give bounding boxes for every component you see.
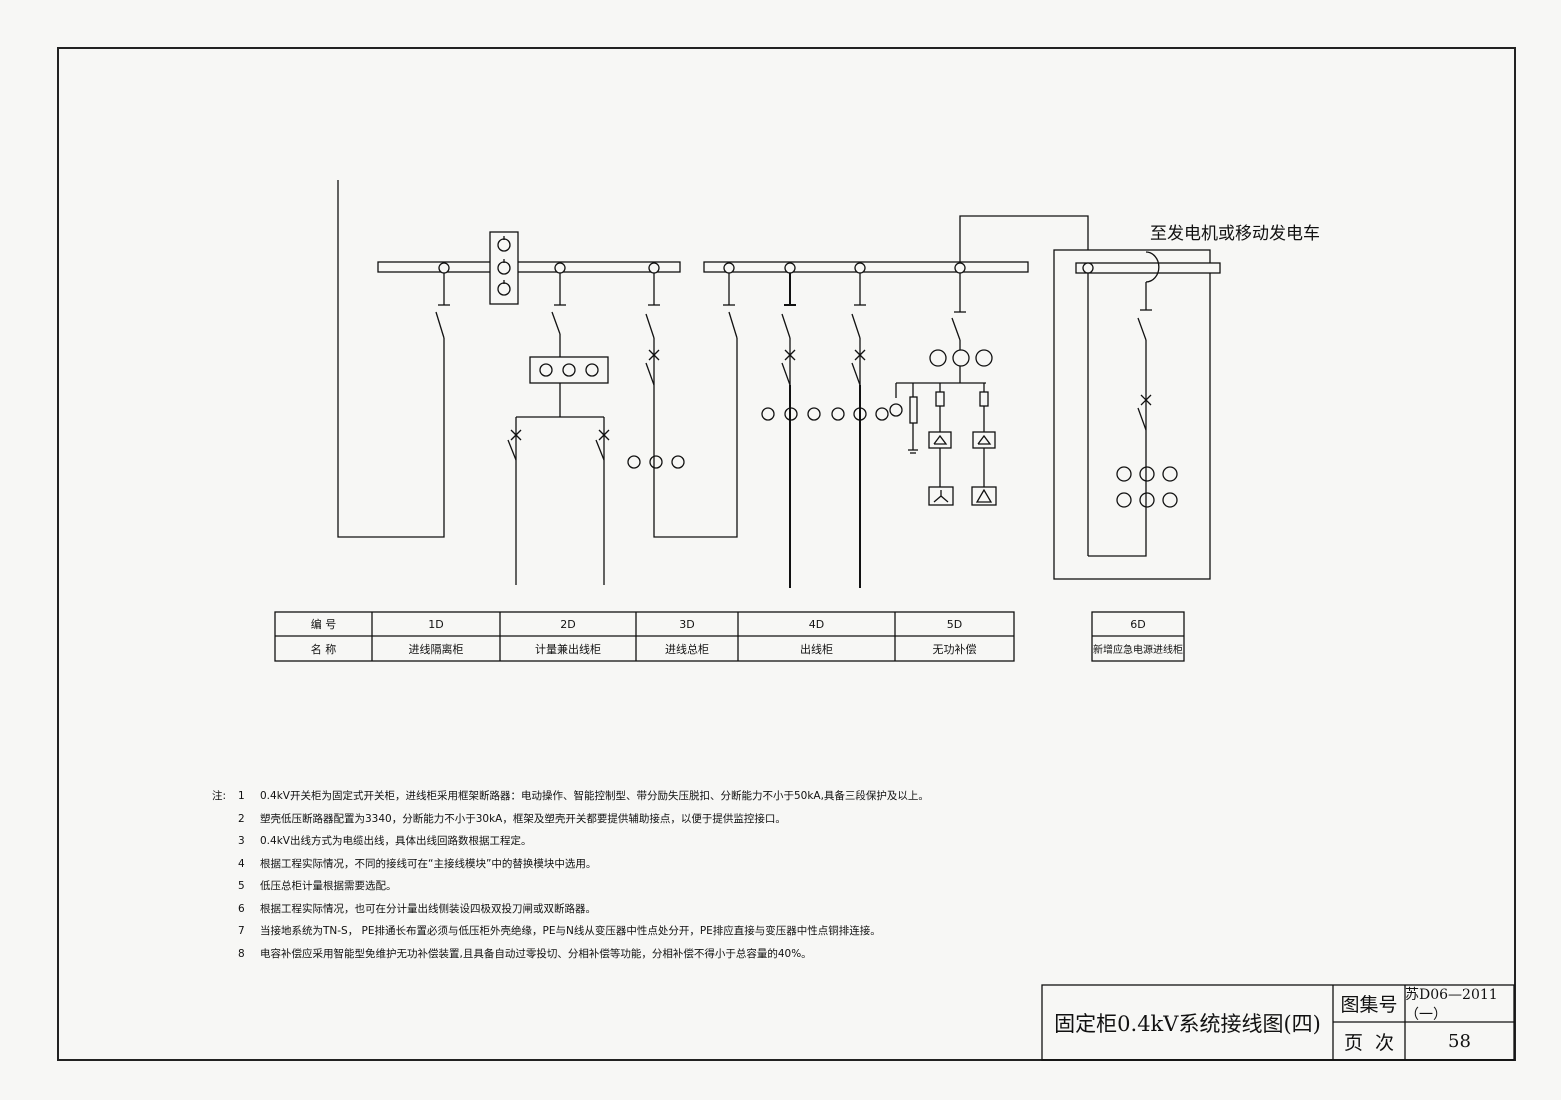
- panel-name-2d: 计量兼出线柜: [535, 642, 601, 656]
- page-label: 页 次: [1343, 1031, 1395, 1054]
- atlas-label: 图集号: [1340, 994, 1398, 1016]
- note-number: 5: [238, 880, 245, 892]
- note-row: 6 根据工程实际情况，也可在分计量出线侧装设四极双投刀闸或双断路器。: [212, 898, 929, 921]
- panel-table-grid: [274, 611, 1185, 662]
- note-number: 4: [238, 857, 245, 870]
- generator-label: 至发电机或移动发电车: [1150, 224, 1320, 244]
- note-row: 2 塑壳低压断路器配置为3340，分断能力不小于30kA，框架及塑壳开关都要提供辅…: [212, 808, 929, 831]
- panel-code-6d: 6D: [1130, 617, 1146, 631]
- panel-code-4d: 4D: [808, 617, 825, 631]
- busbar-left: [377, 261, 681, 274]
- note-number: 8: [238, 947, 245, 960]
- panel-4d-circuit: [761, 273, 889, 588]
- panel-name-3d: 进线总柜: [665, 642, 709, 656]
- panel-5d-circuit: [889, 215, 1089, 506]
- notes: 注: 1 0.4kV开关柜为固定式开关柜，进线柜采用框架断路器：电动操作、智能控制型…: [212, 785, 929, 965]
- note-number: 2: [238, 812, 245, 825]
- panel-2d-circuit: [507, 273, 610, 585]
- bus-ct-box: [489, 231, 519, 305]
- note-number: 1: [238, 790, 245, 802]
- panel-code-1d: 1D: [428, 617, 444, 631]
- panel-name-4d: 出线柜: [800, 642, 833, 656]
- note-row: 5 低压总柜计量根据需要选配。: [212, 875, 929, 898]
- panel-code-3d: 3D: [679, 617, 695, 631]
- drawing-title: 固定柜0.4kV系统接线图(四): [1054, 1011, 1321, 1036]
- panel-name-5d: 无功补偿: [932, 642, 977, 656]
- note-row: 7 当接地系统为TN-S， PE排通长布置必须与低压柜外壳绝缘，PE与N线从变压器…: [212, 920, 929, 943]
- note-text: 0.4kV开关柜为固定式开关柜，进线柜采用框架断路器：电动操作、智能控制型、带分…: [260, 790, 929, 802]
- header-code: 编 号: [310, 618, 337, 631]
- notes-prefix: 注:: [212, 790, 227, 802]
- note-number: 3: [238, 835, 245, 847]
- note-number: 7: [238, 925, 245, 937]
- note-row: 8 电容补偿应采用智能型免维护无功补偿装置,且具备自动过零投切、分相补偿等功能，分…: [212, 943, 929, 966]
- header-name: 名 称: [310, 642, 337, 656]
- note-text: 根据工程实际情况，也可在分计量出线侧装设四极双投刀闸或双断路器。: [260, 902, 596, 915]
- panel-code-2d: 2D: [560, 617, 576, 631]
- atlas-value: 苏D06—2011（一）: [1405, 986, 1498, 1023]
- drawing-frame: [57, 47, 1516, 1061]
- note-number: 6: [238, 902, 245, 915]
- page-number: 58: [1448, 1030, 1471, 1052]
- note-row: 注: 1 0.4kV开关柜为固定式开关柜，进线柜采用框架断路器：电动操作、智能控制型…: [212, 785, 929, 808]
- note-row: 3 0.4kV出线方式为电缆出线，具体出线回路数根据工程定。: [212, 830, 929, 853]
- panel-6d-circuit: [1053, 249, 1221, 580]
- note-text: 电容补偿应采用智能型免维护无功补偿装置,且具备自动过零投切、分相补偿等功能，分相…: [260, 947, 812, 960]
- panel-3d-circuit: [627, 270, 738, 538]
- note-text: 低压总柜计量根据需要选配。: [260, 880, 397, 892]
- panel-code-5d: 5D: [946, 617, 963, 631]
- note-text: 根据工程实际情况，不同的接线可在“主接线模块”中的替换模块中选用。: [260, 857, 597, 870]
- title-block-grid: [1041, 984, 1515, 1061]
- panel-1d-circuit: [337, 180, 450, 538]
- note-row: 4 根据工程实际情况，不同的接线可在“主接线模块”中的替换模块中选用。: [212, 853, 929, 876]
- panel-name-1d: 进线隔离柜: [408, 642, 464, 656]
- panel-name-6d: 新增应急电源进线柜: [1093, 645, 1183, 656]
- note-text: 塑壳低压断路器配置为3340，分断能力不小于30kA，框架及塑壳开关都要提供辅助…: [260, 812, 786, 825]
- note-text: 当接地系统为TN-S， PE排通长布置必须与低压柜外壳绝缘，PE与N线从变压器中…: [260, 925, 881, 937]
- busbar-right: [703, 261, 1029, 274]
- note-text: 0.4kV出线方式为电缆出线，具体出线回路数根据工程定。: [260, 835, 532, 847]
